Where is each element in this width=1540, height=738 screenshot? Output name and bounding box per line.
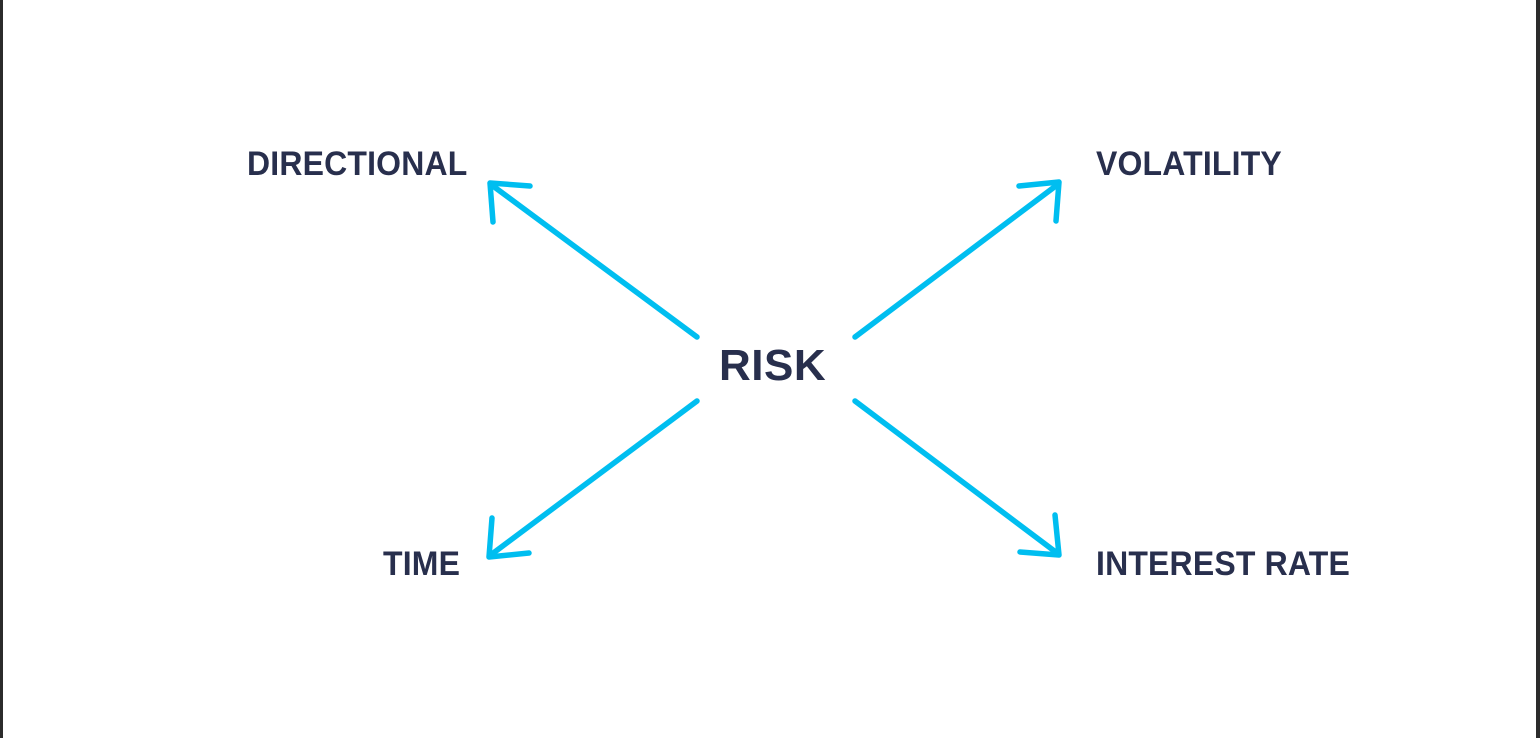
center-label-risk: RISK	[719, 341, 827, 390]
left-edge-stripe	[0, 0, 3, 738]
node-label-volatility: VOLATILITY	[1096, 145, 1282, 183]
right-edge-stripe	[1536, 0, 1540, 738]
arrow-risk-to-directional	[487, 180, 700, 340]
arrow-risk-to-interest-rate	[852, 398, 1062, 558]
node-label-directional: DIRECTIONAL	[247, 145, 468, 183]
node-label-time: TIME	[383, 545, 461, 583]
node-label-interest-rate: INTEREST RATE	[1096, 545, 1350, 583]
arrow-risk-to-volatility	[852, 179, 1062, 340]
arrow-risk-to-time	[486, 398, 700, 560]
